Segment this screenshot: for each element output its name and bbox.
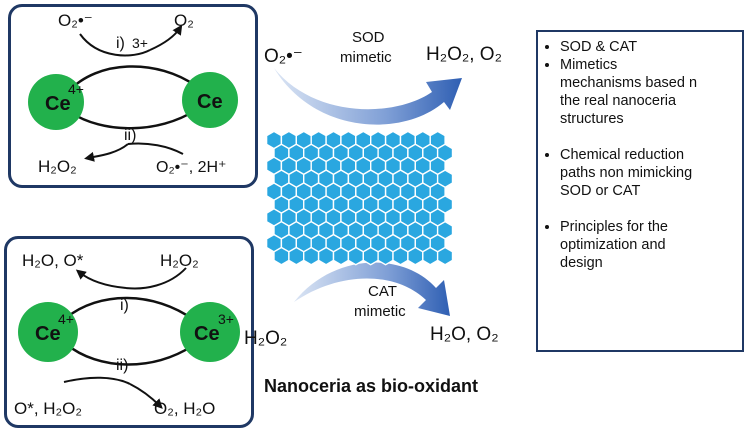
input-arrow-bottom <box>127 142 184 155</box>
oxygen-h2o2-in: O*, H₂O₂ <box>14 399 82 418</box>
ce4-charge: 4+ <box>68 81 84 97</box>
bullet-line: optimization and <box>560 237 666 253</box>
ce-label: Ce <box>197 91 223 113</box>
superoxide-protons-in: O₂•⁻, 2H⁺ <box>156 159 227 176</box>
h2o2-in: H₂O₂ <box>160 251 199 270</box>
summary-list: SOD & CAT Mimetics mechanisms based n th… <box>546 38 734 272</box>
lattice-hexagon <box>273 246 290 266</box>
water-oxygen-out: H₂O, O* <box>22 251 84 270</box>
cycle-arrow-back <box>65 343 196 366</box>
step-i-label: i) <box>116 35 125 52</box>
center-diagram: O₂•⁻ SOD mimetic H₂O₂, O₂ CAT mimetic H₂… <box>244 29 502 396</box>
ce3-node <box>180 302 240 362</box>
bullet-item: Principles for the optimization and desi… <box>560 218 734 272</box>
lattice-hexagon <box>332 246 350 266</box>
bullet-item: Chemical reduction paths non mimicking S… <box>560 146 734 200</box>
nanoceria-lattice <box>265 130 454 266</box>
cycle-arrow-back <box>66 108 197 130</box>
bullet-item: SOD & CAT <box>560 38 734 56</box>
bullet-line: Chemical reduction <box>560 147 685 163</box>
summary-box: SOD & CAT Mimetics mechanisms based n th… <box>536 30 744 352</box>
lattice-hexagon <box>317 246 335 266</box>
lattice-hexagon <box>422 246 439 266</box>
cat-products: H₂O, O₂ <box>430 324 499 345</box>
output-arrow-top <box>75 269 127 289</box>
step-ii-label: ii) <box>116 357 128 374</box>
ce4-node <box>18 302 78 362</box>
step-i-sup: 3+ <box>132 35 148 51</box>
superoxide-in: O₂•⁻ <box>58 11 93 30</box>
sod-label-2: mimetic <box>340 49 392 66</box>
lattice-hexagon <box>347 246 365 266</box>
input-arrow-bottom <box>63 376 131 385</box>
lattice-hexagon <box>377 246 394 266</box>
caption: Nanoceria as bio-oxidant <box>264 376 478 396</box>
cat-curved-arrow <box>294 262 450 316</box>
o2-water-out: O₂, H₂O <box>154 399 215 418</box>
o2-out: O₂ <box>174 11 194 30</box>
ce3-charge: 3+ <box>218 311 234 327</box>
sod-curved-arrow <box>274 68 462 125</box>
bullet-line: mechanisms based n <box>560 75 698 91</box>
input-arrow-top <box>79 33 151 57</box>
bullet-line: SOD or CAT <box>560 183 641 199</box>
lattice-hexagon <box>407 246 424 266</box>
lattice-hexagon <box>436 246 454 266</box>
sod-mechanism-panel: Ce 4+ Ce O₂•⁻ O₂ i) 3+ ii) H₂O₂ O₂•⁻, 2H… <box>8 4 258 188</box>
lattice-hexagon <box>288 246 305 266</box>
lattice-hexagon <box>303 246 320 266</box>
lattice-hexagon <box>392 246 409 266</box>
cat-label-1: CAT <box>368 283 397 300</box>
bullet-line: Mimetics <box>560 57 618 73</box>
step-i-label: i) <box>120 297 129 314</box>
h2o2-out: H₂O₂ <box>38 157 77 176</box>
ce4-charge: 4+ <box>58 311 74 327</box>
output-arrow-top <box>149 24 183 51</box>
step-ii-label: ii) <box>124 127 136 144</box>
output-arrow-bottom <box>84 143 129 162</box>
sod-reactant: O₂•⁻ <box>264 46 303 67</box>
bullet-line: Principles for the <box>560 219 668 235</box>
cycle-arrow-forward <box>67 65 200 93</box>
bullet-line: the real nanoceria <box>560 93 677 109</box>
input-arrow-top <box>125 267 187 290</box>
bullet-line: paths non mimicking <box>560 165 693 181</box>
cat-reactant: H₂O₂ <box>244 328 287 349</box>
ce3-label: Ce <box>194 323 220 345</box>
output-arrow-bottom <box>129 383 163 409</box>
ce4-label: Ce <box>35 323 61 345</box>
cat-label-2: mimetic <box>354 303 406 320</box>
cycle-arrow-forward <box>62 296 195 322</box>
ce4-node <box>28 74 84 130</box>
ce4-label: Ce <box>45 93 71 115</box>
ce-node <box>182 72 238 128</box>
bullet-line: design <box>560 255 603 271</box>
lattice-hexagon <box>362 246 379 266</box>
bullet-line: structures <box>560 111 624 127</box>
cat-mechanism-panel: Ce 4+ Ce 3+ H₂O, O* H₂O₂ i) ii) O*, H₂O₂… <box>4 236 254 428</box>
bullet-line: SOD & CAT <box>560 39 638 55</box>
bullet-item: Mimetics mechanisms based n the real nan… <box>560 56 734 128</box>
sod-products: H₂O₂, O₂ <box>426 44 502 65</box>
sod-label-1: SOD <box>352 29 385 46</box>
